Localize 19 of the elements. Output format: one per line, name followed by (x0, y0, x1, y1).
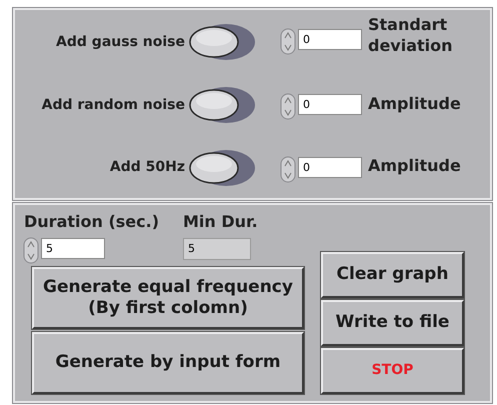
field-label: Duration (sec.) (24, 211, 160, 233)
field-label: Standart deviation (368, 14, 454, 57)
input-field: 0 (298, 94, 362, 115)
field-label: Amplitude (368, 93, 462, 115)
panel (13, 203, 492, 403)
input-field: 5 (41, 238, 105, 259)
field-label: Amplitude (368, 155, 462, 177)
field-label: Add gauss noise (55, 33, 185, 52)
field-label: Add 50Hz (108, 158, 185, 177)
input-field: 0 (298, 157, 362, 178)
action-button: Write to file (321, 300, 464, 346)
stop-button: STOP (321, 348, 464, 394)
field-label: Add random noise (40, 96, 185, 115)
action-button: Generate by input form (32, 332, 304, 394)
input-field: 5 (183, 238, 251, 260)
action-button: Clear graph (321, 252, 464, 298)
field-label: Min Dur. (183, 211, 259, 233)
input-field: 0 (298, 29, 362, 50)
action-button: Generate equal frequency (By first colomn) (32, 267, 304, 329)
